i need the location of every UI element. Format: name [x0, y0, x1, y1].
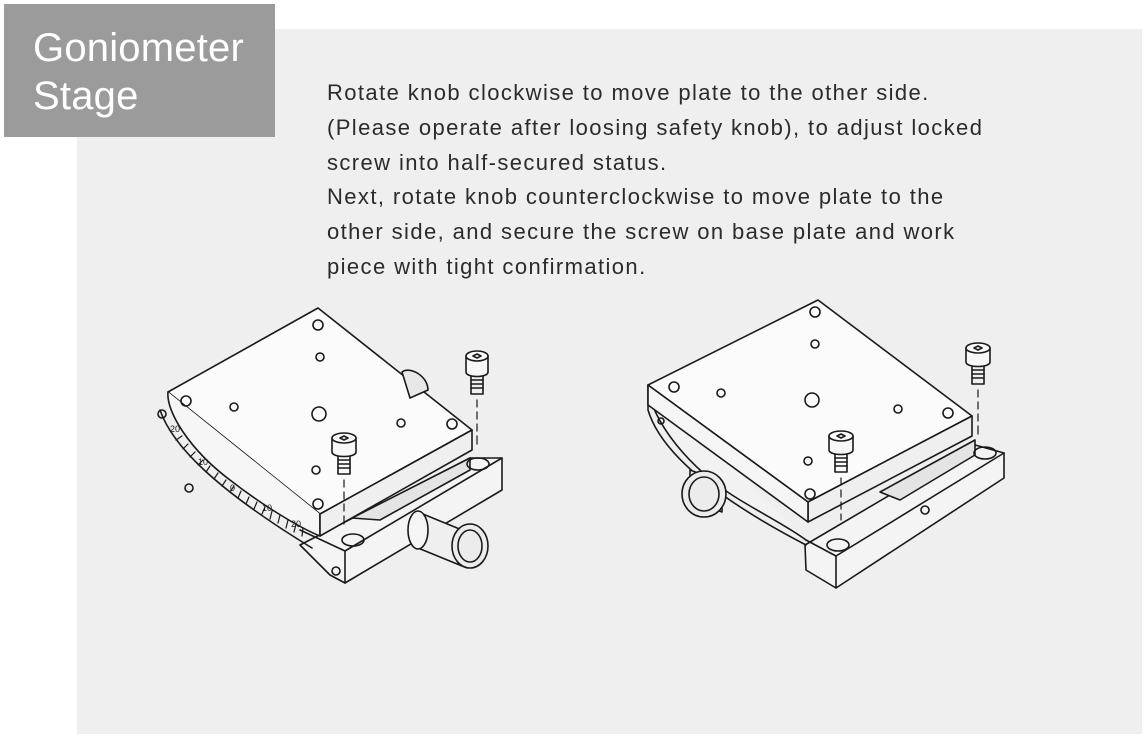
cap-screw-icon: [331, 432, 357, 525]
scale-label: 10: [198, 457, 208, 467]
heading-line-1: Goniometer: [33, 26, 244, 70]
scale-label: 20: [170, 424, 180, 434]
instruction-line: (Please operate after loosing safety kno…: [327, 114, 984, 140]
heading-box: Goniometer Stage: [4, 4, 275, 137]
cap-screw-icon: [465, 350, 489, 445]
instruction-line: screw into half-secured status.: [327, 149, 668, 175]
heading-line-2: Stage: [33, 74, 139, 118]
cap-screw-icon: [965, 342, 991, 435]
scale-label: 0: [230, 483, 235, 493]
cap-screw-icon: [828, 430, 854, 521]
instruction-line: Next, rotate knob counterclockwise to mo…: [327, 184, 945, 210]
instruction-line: other side, and secure the screw on base…: [327, 219, 956, 245]
instruction-line: piece with tight confirmation.: [327, 253, 647, 279]
instruction-line: Rotate knob clockwise to move plate to t…: [327, 80, 930, 105]
scale-label: 20: [291, 519, 301, 529]
instructions-text: Rotate knob clockwise to move plate to t…: [327, 76, 1127, 285]
scale-label: 10: [262, 503, 272, 513]
